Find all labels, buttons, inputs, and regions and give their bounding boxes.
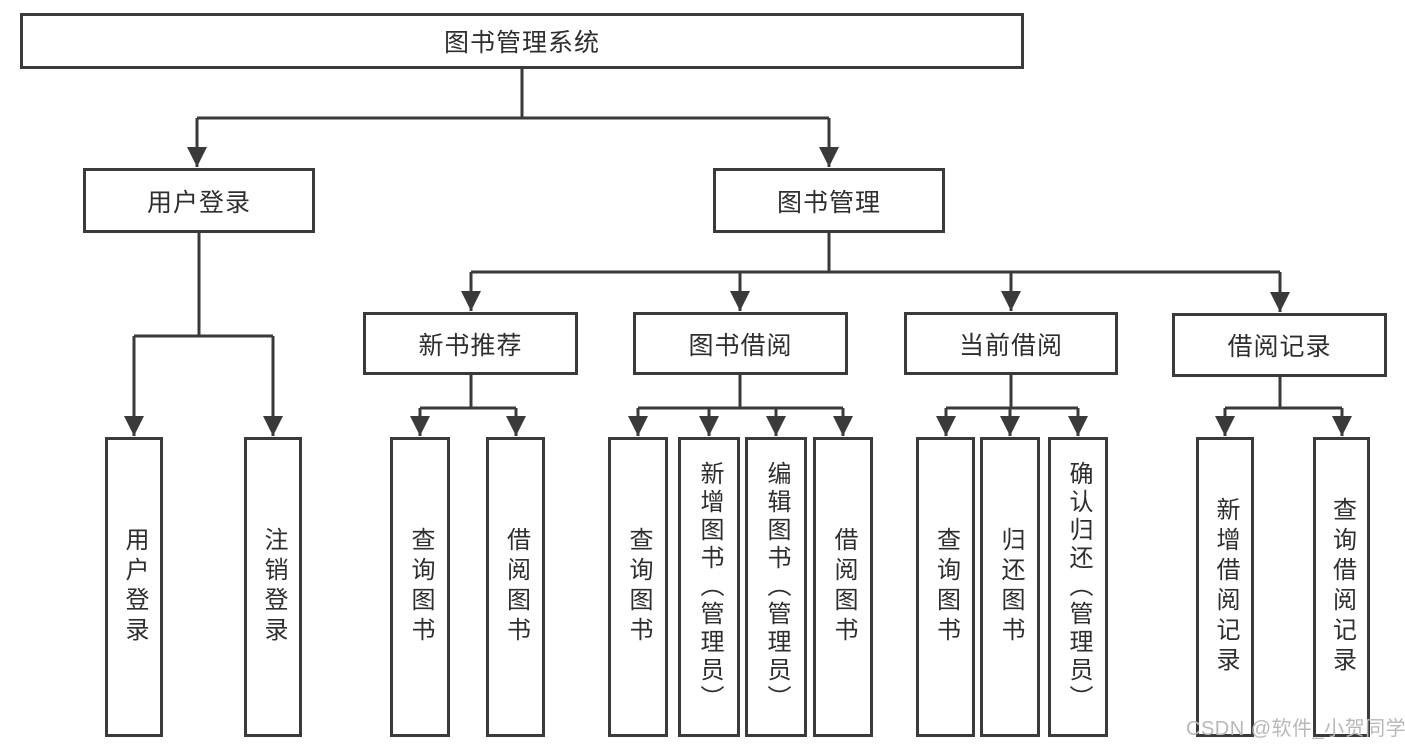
node-user-login-leaf: 用户登录	[105, 437, 163, 737]
node-query-books-current: 查询图书	[916, 437, 975, 737]
node-new-book-recommendation: 新书推荐	[363, 312, 578, 375]
node-current-borrowing: 当前借阅	[904, 312, 1118, 375]
node-book-management: 图书管理	[713, 168, 945, 233]
node-query-books-borrowing: 查询图书	[608, 437, 668, 737]
node-user-login: 用户登录	[83, 168, 315, 233]
node-edit-book-admin: 编辑图书（管理员）	[745, 437, 807, 737]
node-query-borrow-record: 查询借阅记录	[1313, 437, 1370, 737]
node-add-book-admin: 新增图书（管理员）	[678, 437, 740, 737]
node-borrowing-records: 借阅记录	[1172, 313, 1387, 377]
node-book-borrowing: 图书借阅	[633, 312, 848, 375]
node-confirm-return-admin: 确认归还（管理员）	[1048, 437, 1108, 737]
watermark: CSDN @软件_小贺同学	[1186, 718, 1405, 740]
node-library-management-system: 图书管理系统	[20, 13, 1024, 69]
node-borrow-books-recommend: 借阅图书	[486, 437, 545, 737]
node-borrow-books: 借阅图书	[813, 437, 873, 737]
node-return-books: 归还图书	[980, 437, 1040, 737]
node-logout: 注销登录	[244, 437, 302, 737]
node-query-books-recommend: 查询图书	[390, 437, 450, 737]
node-add-borrow-record: 新增借阅记录	[1196, 437, 1254, 737]
